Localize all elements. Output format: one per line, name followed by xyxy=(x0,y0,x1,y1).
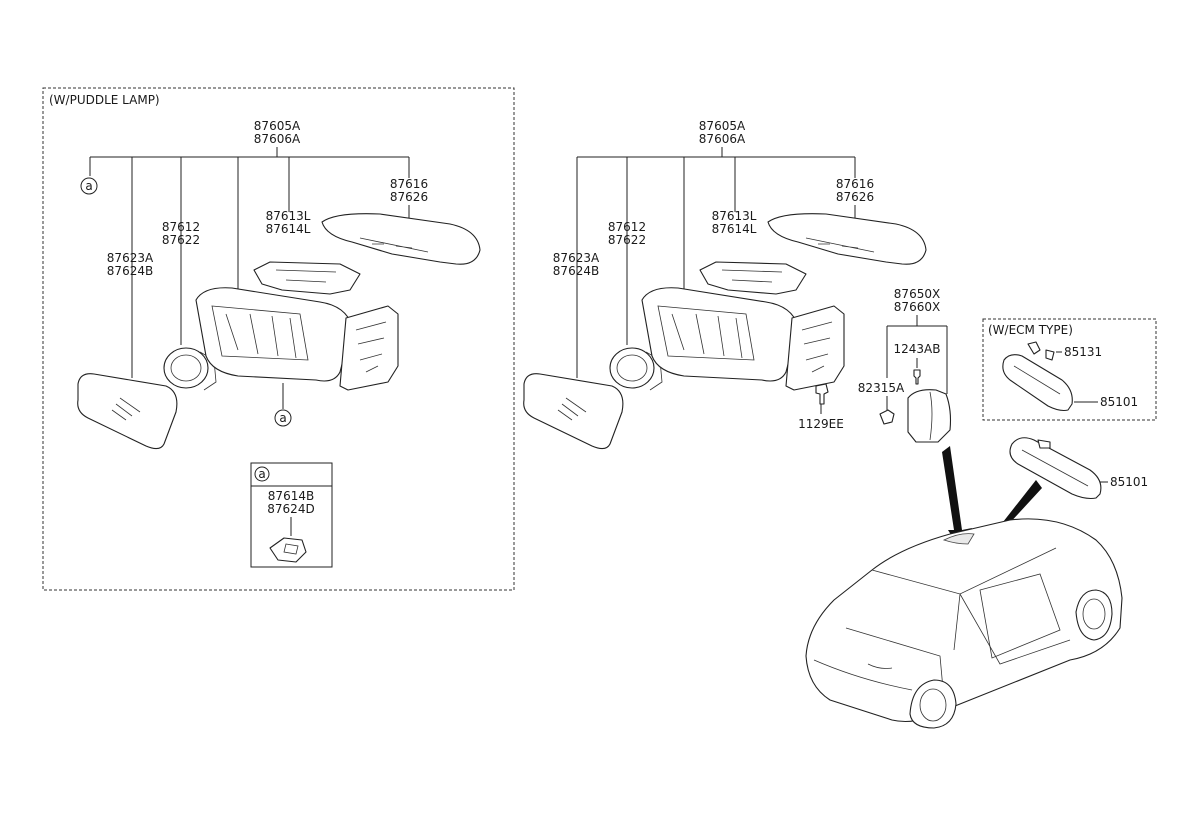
sensor-cover[interactable] xyxy=(907,389,952,443)
left-mirror-base[interactable] xyxy=(339,305,399,391)
right-cover-small-label-2[interactable]: 87614L xyxy=(712,222,757,236)
sensor-screw-label[interactable]: 1243AB xyxy=(894,342,941,356)
left-cap-label-1[interactable]: 87616 xyxy=(390,177,428,191)
right-actuator[interactable] xyxy=(609,347,655,389)
sensor-screw[interactable] xyxy=(913,369,921,385)
left-mirror-housing[interactable] xyxy=(195,287,353,382)
right-mirror-screw[interactable] xyxy=(815,383,829,405)
left-ref-a-text: a xyxy=(85,179,92,193)
right-leader-lines xyxy=(576,147,856,378)
car-sensor-spot xyxy=(942,533,975,545)
detail-a-box xyxy=(250,462,333,568)
mirror-group: 87605A 87606A 87623A 87624B 87612 87622 … xyxy=(523,119,927,450)
right-mirror-glass[interactable] xyxy=(523,373,624,450)
right-mirror-housing[interactable] xyxy=(641,287,799,382)
left-assembly-label-2[interactable]: 87606A xyxy=(254,132,301,146)
left-actuator-label-1[interactable]: 87612 xyxy=(162,220,200,234)
detail-a-label-2[interactable]: 87624D xyxy=(267,502,314,516)
inside-mirror-group: 85101 xyxy=(1009,437,1148,500)
left-leader-lines xyxy=(89,147,410,378)
left-assembly-label-1[interactable]: 87605A xyxy=(254,119,301,133)
puddle-lamp[interactable] xyxy=(269,537,307,563)
ecm-group: (W/ECM TYPE) 85131 85101 xyxy=(982,318,1157,421)
sensor-cover-group: 87650X 87660X 1243AB 82315A xyxy=(858,287,952,443)
detail-a-ref: a xyxy=(258,467,265,481)
left-ref-a-circle-2 xyxy=(274,409,292,427)
right-cover-small-label-1[interactable]: 87613L xyxy=(712,209,757,223)
detail-a-label-1[interactable]: 87614B xyxy=(268,489,314,503)
left-glass-label-2[interactable]: 87624B xyxy=(107,264,153,278)
right-actuator-label-2[interactable]: 87622 xyxy=(608,233,646,247)
left-cover-small-label-2[interactable]: 87614L xyxy=(266,222,311,236)
right-assembly-label-1[interactable]: 87605A xyxy=(699,119,746,133)
ecm-wire-label[interactable]: 85131 xyxy=(1064,345,1102,359)
left-ref-a-circle xyxy=(80,177,98,195)
sensor-leader-lines xyxy=(886,315,948,394)
inside-mirror-label[interactable]: 85101 xyxy=(1110,475,1148,489)
left-mirror-glass[interactable] xyxy=(77,373,178,450)
right-cover-small[interactable] xyxy=(699,261,807,295)
right-glass-label-1[interactable]: 87623A xyxy=(553,251,600,265)
sensor-cover-label-1[interactable]: 87650X xyxy=(894,287,940,301)
ecm-wire[interactable] xyxy=(1027,341,1055,361)
puddle-lamp-group: (W/PUDDLE LAMP) 87605A 87606A a 87623A 8… xyxy=(42,87,515,591)
sensor-cover-label-2[interactable]: 87660X xyxy=(894,300,940,314)
ecm-title: (W/ECM TYPE) xyxy=(988,323,1073,337)
left-cover-small-label-1[interactable]: 87613L xyxy=(266,209,311,223)
inside-mirror-mount xyxy=(1037,439,1051,449)
right-cap-label-1[interactable]: 87616 xyxy=(836,177,874,191)
left-actuator[interactable] xyxy=(163,347,209,389)
right-cover-cap[interactable] xyxy=(767,213,927,265)
detail-a-circle xyxy=(254,466,270,482)
left-actuator-label-2[interactable]: 87622 xyxy=(162,233,200,247)
ecm-mirror[interactable] xyxy=(1002,354,1073,412)
ecm-mirror-label[interactable]: 85101 xyxy=(1100,395,1138,409)
left-cap-label-2[interactable]: 87626 xyxy=(390,190,428,204)
car-front-wheel xyxy=(1075,589,1113,641)
car-rear-wheel xyxy=(909,679,957,729)
ecm-box xyxy=(982,318,1157,421)
puddle-lamp-title: (W/PUDDLE LAMP) xyxy=(49,93,160,107)
puddle-lamp-box xyxy=(42,87,515,591)
right-cap-label-2[interactable]: 87626 xyxy=(836,190,874,204)
right-glass-label-2[interactable]: 87624B xyxy=(553,264,599,278)
sensor-clip-label[interactable]: 82315A xyxy=(858,381,905,395)
left-cover-cap[interactable] xyxy=(321,213,481,265)
car-illustration xyxy=(805,518,1123,729)
right-mirror-base[interactable] xyxy=(785,305,845,391)
right-assembly-label-2[interactable]: 87606A xyxy=(699,132,746,146)
right-screw-label[interactable]: 1129EE xyxy=(798,417,844,431)
left-ref-a-text-2: a xyxy=(279,411,286,425)
right-actuator-label-1[interactable]: 87612 xyxy=(608,220,646,234)
sensor-location-arrow xyxy=(942,446,972,546)
sensor-clip[interactable] xyxy=(879,409,895,425)
left-cover-small[interactable] xyxy=(253,261,361,295)
car-body xyxy=(805,518,1123,723)
left-glass-label-1[interactable]: 87623A xyxy=(107,251,154,265)
